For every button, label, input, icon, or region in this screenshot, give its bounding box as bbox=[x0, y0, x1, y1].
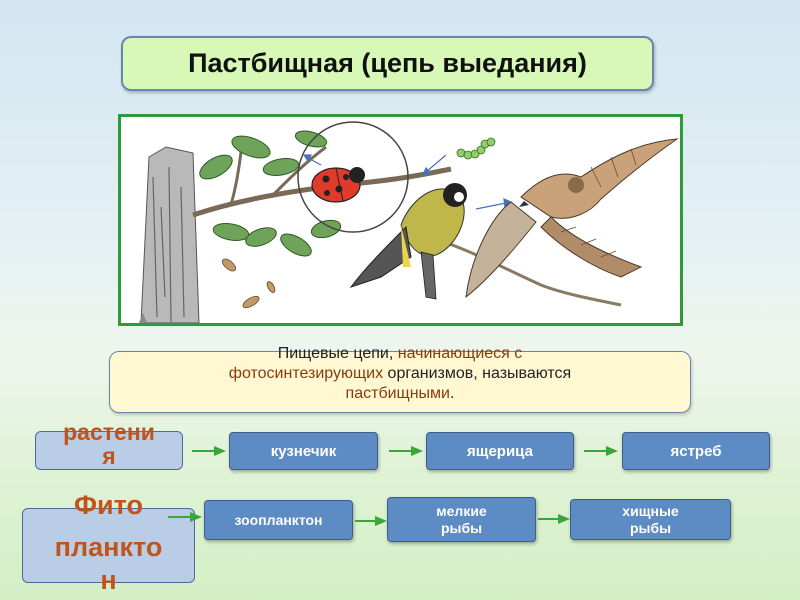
node-label: кузнечик bbox=[271, 443, 337, 460]
node-label: зоопланктон bbox=[235, 512, 323, 529]
ladybug-icon bbox=[312, 167, 365, 202]
definition-text: Пищевые цепи, bbox=[278, 345, 398, 362]
chain2-node-predatory-fish: хищные рыбы bbox=[570, 499, 731, 540]
arrow-icon bbox=[389, 444, 425, 458]
definition-highlight: пастбищными bbox=[346, 385, 450, 402]
definition-line-3: пастбищными. bbox=[110, 384, 690, 404]
chain2-node-zooplankton: зоопланктон bbox=[204, 500, 353, 540]
definition-highlight: фотосинтезирующих bbox=[229, 365, 383, 382]
chain1-root-line2: я bbox=[35, 444, 183, 468]
chain2-root-line3: н bbox=[22, 568, 195, 592]
definition-line-1: Пищевые цепи, начинающиеся с bbox=[110, 344, 690, 364]
node-label-line2: рыбы bbox=[436, 520, 486, 537]
chain2-root-label: Фито планкто н bbox=[22, 484, 195, 592]
chain1-root-label: растени я bbox=[35, 420, 183, 468]
hawk-icon bbox=[466, 139, 677, 297]
arrow-icon bbox=[192, 444, 228, 458]
definition-box: Пищевые цепи, начинающиеся с фотосинтези… bbox=[109, 351, 691, 413]
arrow-icon bbox=[584, 444, 620, 458]
chain1-node-lizard: ящерица bbox=[426, 432, 574, 470]
definition-text: . bbox=[450, 385, 454, 402]
arrow-icon bbox=[355, 514, 389, 528]
node-label: ястреб bbox=[670, 443, 721, 460]
definition-highlight: начинающиеся с bbox=[398, 345, 523, 362]
chain2-root-line2: планкто bbox=[22, 526, 195, 568]
chain1-node-grasshopper: кузнечик bbox=[229, 432, 378, 470]
definition-text: организмов, называются bbox=[383, 365, 571, 382]
illustration-svg bbox=[121, 117, 680, 323]
arrow-icon bbox=[538, 512, 572, 526]
food-chain-illustration bbox=[118, 114, 683, 326]
tree-trunk-icon bbox=[139, 147, 199, 323]
chain1-node-hawk: ястреб bbox=[622, 432, 770, 470]
titmouse-bird-icon bbox=[351, 183, 467, 299]
node-label-line1: мелкие bbox=[436, 503, 486, 520]
falling-leaf-icon bbox=[220, 257, 276, 310]
node-label: ящерица bbox=[467, 443, 533, 460]
definition-line-2: фотосинтезирующих организмов, называются bbox=[110, 364, 690, 384]
node-label-line2: рыбы bbox=[622, 520, 678, 537]
caterpillar-icon bbox=[457, 138, 495, 159]
arrow-icon bbox=[168, 510, 204, 524]
chain2-node-small-fish: мелкие рыбы bbox=[387, 497, 536, 542]
node-label-line1: хищные bbox=[622, 503, 678, 520]
chain1-root-line1: растени bbox=[35, 420, 183, 444]
title-box: Пастбищная (цепь выедания) bbox=[121, 36, 654, 91]
page-title: Пастбищная (цепь выедания) bbox=[188, 48, 587, 79]
